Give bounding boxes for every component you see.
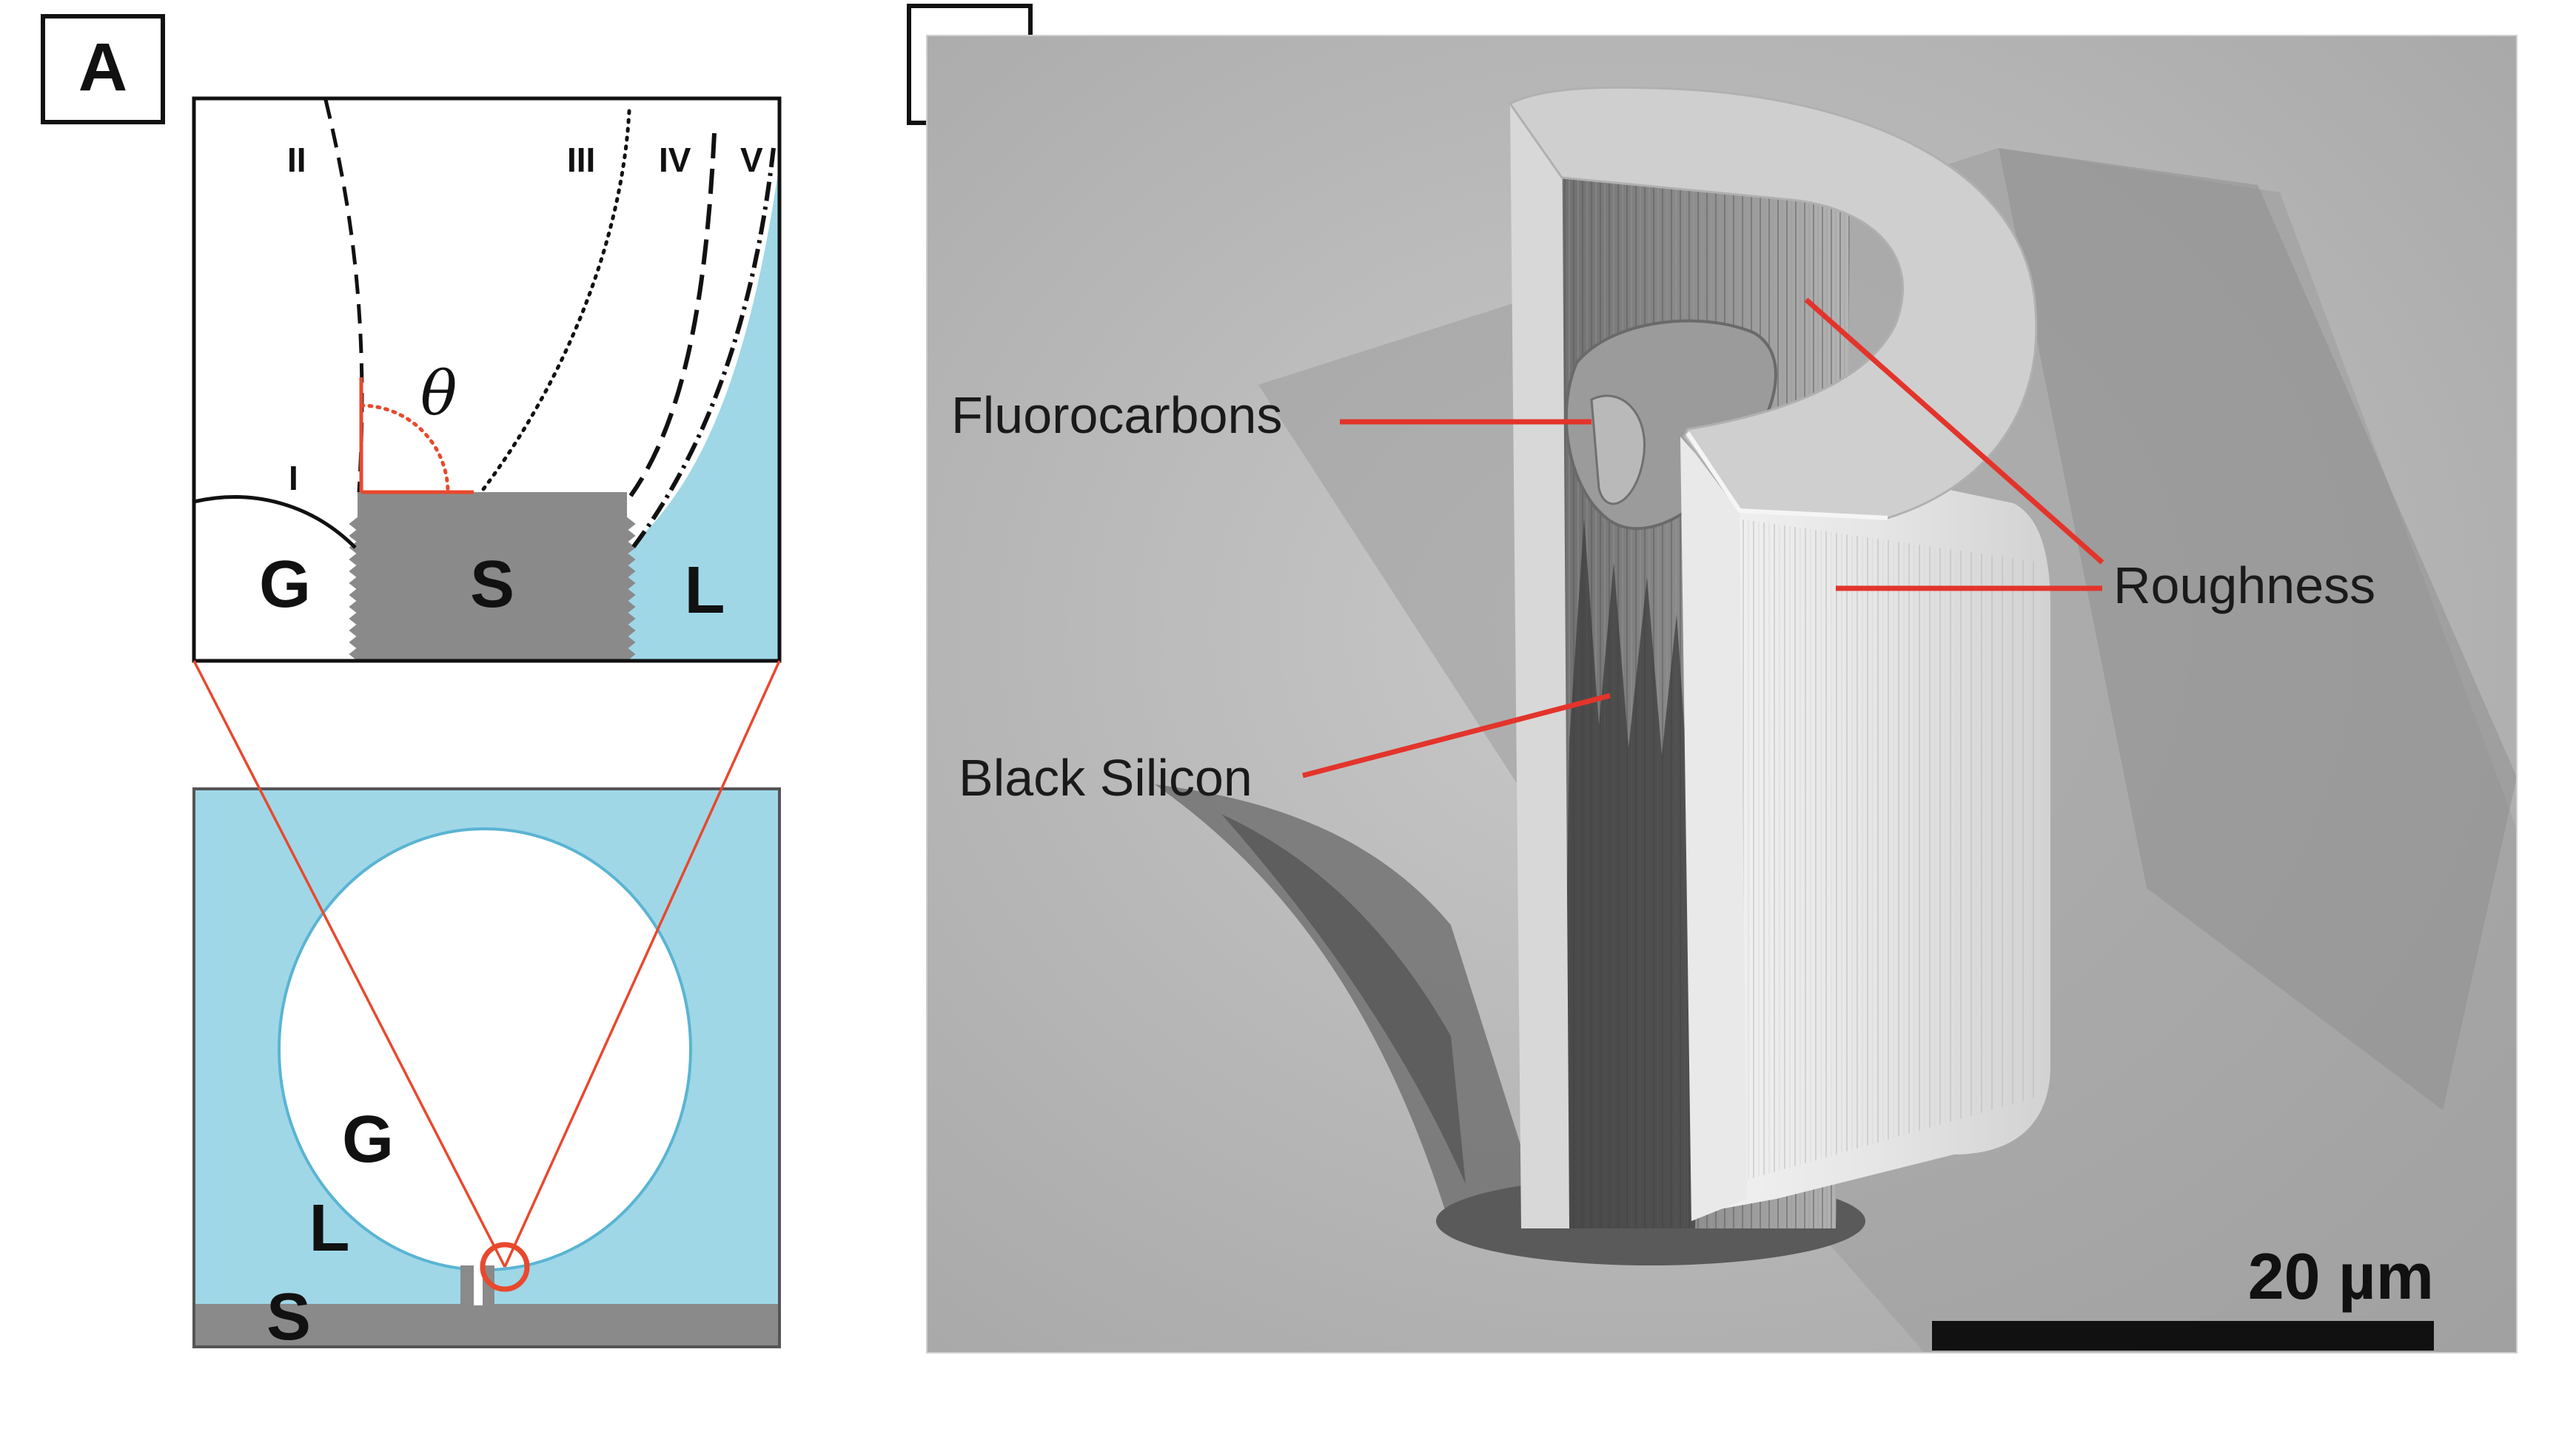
overview-label-solid: S [266,1280,311,1354]
sem-black-silicon [1562,518,1703,1228]
sem-frame [926,35,2518,1353]
sem-pillar-left-face [1510,104,1569,1228]
panel-a-tag: A [78,30,127,105]
sem-pillar-top-ring [1508,86,2038,519]
zoom-label-solid: S [470,548,514,622]
curve-label-iii: III [567,141,595,179]
sem-trench-shadow [1221,814,1466,1184]
curve-label-ii: II [287,141,306,179]
curve-iii [479,109,631,494]
overview-view: G L S [192,787,781,1354]
overview-pillar-gap [474,1265,483,1305]
sem-fluorocarbon-flake-curl [1590,394,1646,505]
angle-label-theta: θ [420,359,457,429]
curve-label-i: I [289,459,298,497]
angle-arc [359,403,450,494]
sem-shadow-plane-dark [1999,148,2517,1110]
zoom-liquid-region [625,163,779,661]
annotation-fluorocarbons: Fluorocarbons [951,386,1282,444]
zoom-view: II III IV V I θ G S L [192,96,782,663]
scale-bar [1932,1321,2434,1351]
overview-label-gas: G [342,1103,394,1177]
panel-b: B [907,4,2518,1353]
overview-label-liquid: L [309,1191,350,1265]
overview-solid-substrate [195,1304,778,1345]
sem-pillar-cut-face [1680,437,1747,1221]
panel-a-tag-box [41,14,165,124]
zoom-label-liquid: L [685,554,725,628]
sem-micrograph [927,36,2517,1353]
zoom-label-gas: G [259,548,311,622]
curve-ii [323,99,364,493]
curve-label-iv: IV [659,141,691,179]
zoom-solid-block [358,492,627,661]
curve-i [194,495,357,549]
zoom-projection-right [503,660,781,1268]
zoom-solid-rough-right-edge [625,516,636,661]
sem-pillar-top-ring-highlight [1686,431,1888,520]
annotation-roughness: Roughness [2113,556,2375,614]
contact-line-highlight [480,1242,530,1292]
annotation-line-black-silicon [1302,693,1611,779]
sem-pillar-outer-face-texture [1732,518,2043,1184]
zoom-view-frame [192,96,782,663]
curve-label-v: V [740,141,763,179]
panel-a: A [41,14,782,1354]
scale-bar-label: 20 µm [2248,1240,2434,1313]
annotation-line-roughness-top [1804,297,2104,565]
annotation-black-silicon: Black Silicon [959,749,1252,807]
curve-iv [628,132,717,497]
zoom-projection-left [192,660,506,1268]
